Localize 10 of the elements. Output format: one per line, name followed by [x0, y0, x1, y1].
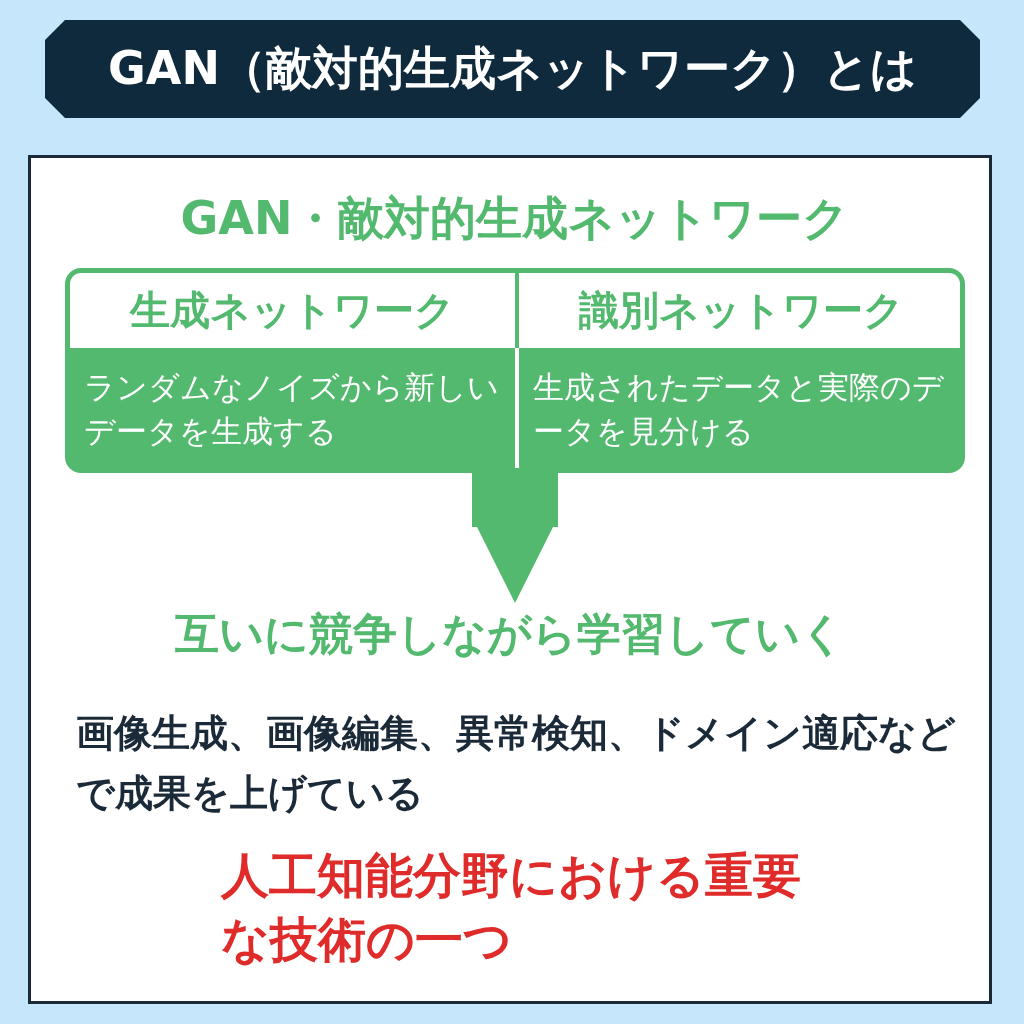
arrow: [472, 473, 558, 603]
network-heading: 識別ネットワーク: [519, 273, 960, 348]
result-text: 互いに競争しながら学習していく: [31, 605, 989, 664]
network-heading: 生成ネットワーク: [70, 273, 515, 348]
title-banner: GAN（敵対的生成ネットワーク）とは: [45, 20, 980, 118]
section-heading: GAN・敵対的生成ネットワーク: [179, 190, 851, 247]
conclusion-text: 人工知能分野における重要な技術の一つ: [221, 846, 802, 969]
network-description: ランダムなノイズから新しいデータを生成する: [84, 368, 500, 451]
network-description: 生成されたデータと実際のデータを見分ける: [533, 368, 945, 451]
note-text: 画像生成、画像編集、異常検知、ドメイン適応などで成果を上げている: [76, 710, 956, 817]
